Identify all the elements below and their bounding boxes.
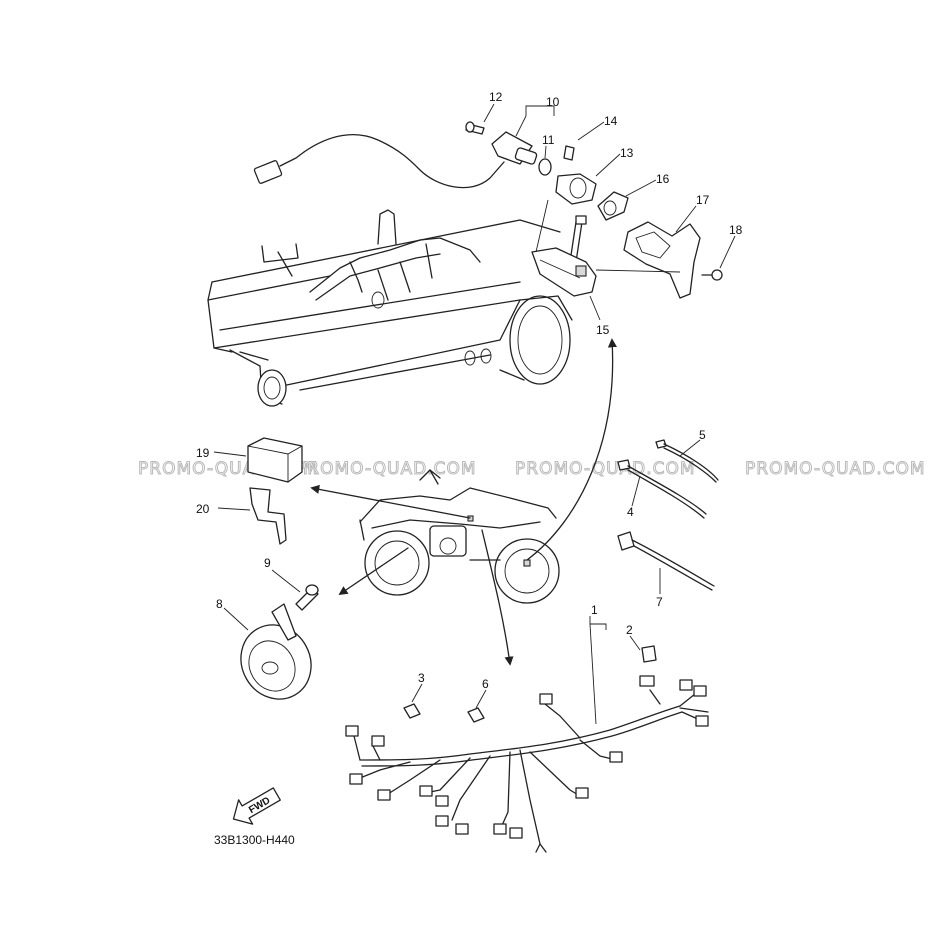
watermark-text: PROMO-QUAD.COM <box>296 459 477 479</box>
callout-labels: 1 2 3 4 5 6 7 8 9 10 11 12 13 14 15 16 1… <box>196 90 743 691</box>
harness-connector <box>693 685 707 697</box>
sensor-location-marker <box>523 559 531 567</box>
callout-15: 15 <box>596 323 610 337</box>
speed-sensor-group <box>253 121 723 299</box>
cable-tie-4 <box>617 459 631 471</box>
callout-2: 2 <box>626 623 633 637</box>
harness-connector <box>679 679 693 691</box>
harness-connector <box>575 787 589 799</box>
harness-connector <box>435 815 449 827</box>
harness-connector <box>509 827 523 839</box>
cable-ties <box>617 439 719 591</box>
callout-7: 7 <box>656 595 663 609</box>
location-arrows <box>310 338 617 666</box>
fwd-arrow: FWD <box>232 787 281 825</box>
harness-connector <box>493 823 507 835</box>
callout-19: 19 <box>196 446 210 460</box>
harness-connector <box>609 751 623 763</box>
sensor-bracket <box>531 247 597 297</box>
callout-14: 14 <box>604 114 618 128</box>
cable-tie-5 <box>655 439 667 449</box>
callout-6: 6 <box>482 677 489 691</box>
callout-leaders <box>213 103 736 725</box>
sensor-cover <box>623 221 701 299</box>
horn-group <box>240 584 319 700</box>
callout-12: 12 <box>489 90 503 104</box>
horn <box>240 624 312 700</box>
fuse-2 <box>641 645 657 663</box>
callout-8: 8 <box>216 597 223 611</box>
swingarm-assembly <box>207 209 573 407</box>
watermark-text: PROMO-QUAD.COM <box>745 459 926 479</box>
fwd-label: FWD <box>247 795 272 816</box>
clip-6 <box>467 707 485 723</box>
callout-5: 5 <box>699 428 706 442</box>
sensor-holder <box>555 173 597 205</box>
callout-20: 20 <box>196 502 210 516</box>
harness-connector <box>455 823 469 835</box>
sensor-connector <box>253 160 283 184</box>
clip-3 <box>403 703 421 719</box>
harness-connector <box>371 735 385 747</box>
watermark-text: PROMO-QUAD.COM <box>515 459 696 479</box>
harness-connector <box>345 725 359 737</box>
watermark: PROMO-QUAD.COM PROMO-QUAD.COM PROMO-QUAD… <box>138 459 926 480</box>
harness-connector <box>377 789 391 801</box>
harness-connector <box>539 693 553 705</box>
wire-harness <box>345 675 709 853</box>
harness-connector <box>639 675 655 687</box>
holder-plate <box>597 191 629 221</box>
callout-13: 13 <box>620 146 634 160</box>
bolt-18 <box>711 269 723 281</box>
callout-10: 10 <box>546 95 560 109</box>
clips <box>403 645 657 723</box>
bolt-14 <box>563 145 575 161</box>
harness-connector <box>349 773 363 785</box>
callout-1: 1 <box>591 603 598 617</box>
callout-4: 4 <box>627 505 634 519</box>
callout-3: 3 <box>418 671 425 685</box>
callout-11: 11 <box>542 133 555 147</box>
relay-bracket <box>249 487 287 545</box>
callout-16: 16 <box>656 172 670 186</box>
relay-group <box>247 437 303 545</box>
callout-9: 9 <box>264 556 271 570</box>
harness-connector <box>695 715 709 727</box>
cable-tie-7 <box>617 531 635 551</box>
harness-connector <box>419 785 433 797</box>
callout-17: 17 <box>696 193 710 207</box>
harness-connector <box>435 795 449 807</box>
atv-vehicle <box>359 469 560 604</box>
drawing-code: 33B1300-H440 <box>214 833 295 847</box>
o-ring <box>538 158 552 176</box>
callout-18: 18 <box>729 223 743 237</box>
